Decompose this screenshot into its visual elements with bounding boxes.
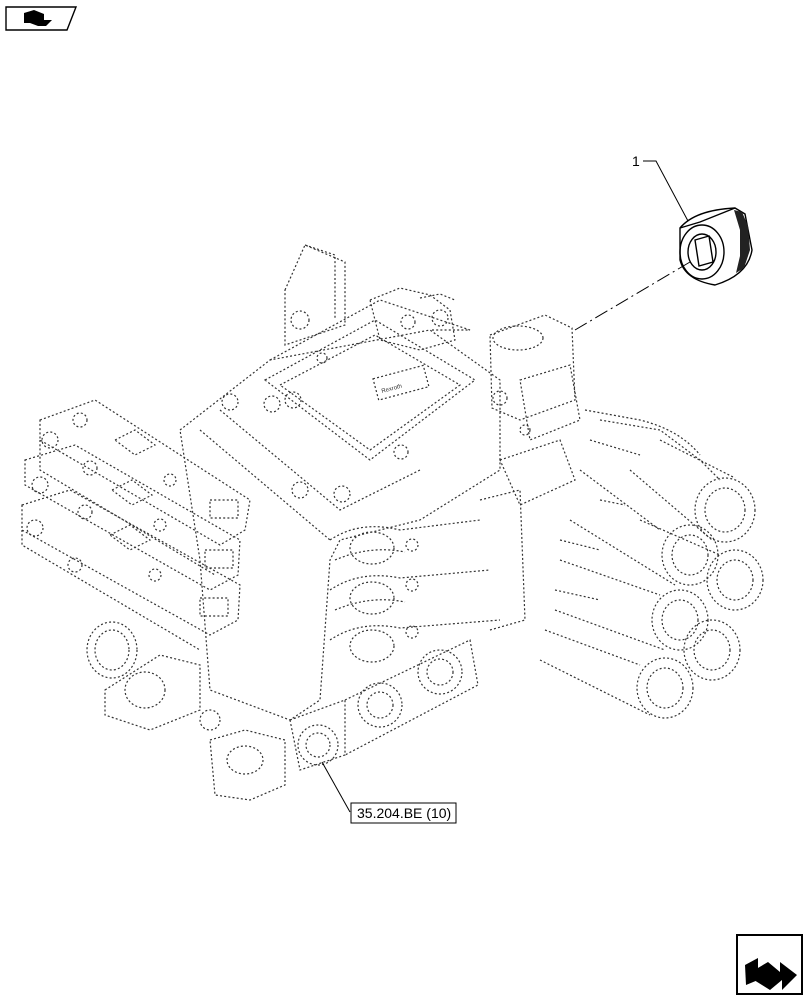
center-line — [574, 261, 691, 331]
sheet-navigation-icon[interactable] — [5, 6, 78, 31]
callout-1-label[interactable]: 1 — [632, 153, 640, 169]
part-1-gear-ring[interactable] — [679, 207, 753, 286]
reference-box[interactable] — [350, 802, 457, 824]
name-plate-text: Rexroth — [381, 384, 403, 395]
reference-leader — [321, 761, 351, 813]
valve-block-assembly: Rexroth — [21, 244, 764, 801]
reference-label[interactable]: 35.204.BE (10) — [357, 805, 451, 821]
solenoid-coils — [539, 409, 764, 719]
next-page-arrow-icon[interactable] — [736, 934, 803, 995]
callout-1-leader — [643, 160, 689, 222]
